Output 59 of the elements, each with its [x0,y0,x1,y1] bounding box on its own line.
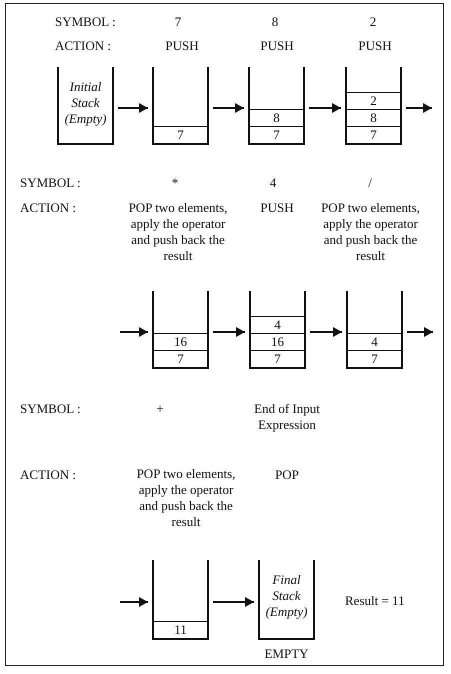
stack-element: 8 [250,109,303,126]
stack-caption: Initial Stack (Empty) [64,79,108,127]
input-symbol: End of Input Expression [253,401,321,433]
stack-caption: Final Stack (Empty) [264,572,308,620]
action-text: PUSH [259,38,295,54]
stack-container [249,291,306,369]
arrow [309,103,341,113]
arrow [120,597,148,607]
input-symbol: / [367,175,373,191]
stack-container [258,560,315,640]
arrow [213,327,245,337]
stack-element: 2 [347,92,400,109]
result-text: Result = 11 [345,593,406,609]
action-text: POP two elements, apply the operator and push back the result [320,200,421,264]
input-symbol: 8 [270,14,280,30]
row-heading: SYMBOL : [20,175,82,191]
action-text: PUSH [164,38,200,54]
action-text: PUSH [357,38,393,54]
arrow [407,327,433,337]
stack-container [346,291,403,369]
input-symbol: 2 [368,14,378,30]
arrow [406,103,432,113]
stack-element: 7 [154,126,207,143]
stack-container [152,291,209,369]
row-heading: SYMBOL : [20,401,82,417]
stack-container [345,67,402,145]
action-text: POP [274,467,300,483]
stack-element: 16 [251,333,304,350]
input-symbol: * [170,175,180,191]
row-heading: ACTION : [20,467,77,483]
row-heading: ACTION : [55,38,112,54]
row-heading: SYMBOL : [55,14,117,30]
stack-element: 7 [347,126,400,143]
action-text: POP two elements, apply the operator and push back the result [128,200,228,264]
action-text: POP two elements, apply the operator and push back the result [136,466,236,530]
stack-element: 4 [251,316,304,333]
stack-element: 7 [251,350,304,367]
action-text: PUSH [259,200,295,216]
input-symbol: 7 [174,14,182,30]
arrow [213,103,244,113]
stack-element: 7 [250,126,303,143]
row-heading: ACTION : [20,200,77,216]
input-symbol: 4 [268,175,278,191]
stack-element: 4 [348,333,401,350]
stack-container [57,67,114,145]
stack-element: 7 [154,350,207,367]
stack-element: 8 [347,109,400,126]
stack-element: 11 [154,621,207,638]
stack-container [152,560,209,640]
stack-status-text: EMPTY [263,646,310,662]
stack-container [248,67,305,145]
arrow [120,327,148,337]
arrow [118,103,148,113]
arrow [310,327,342,337]
input-symbol: + [155,401,165,417]
stack-container [152,67,209,145]
stack-element: 7 [348,350,401,367]
arrow [213,597,254,607]
stack-element: 16 [154,333,207,350]
